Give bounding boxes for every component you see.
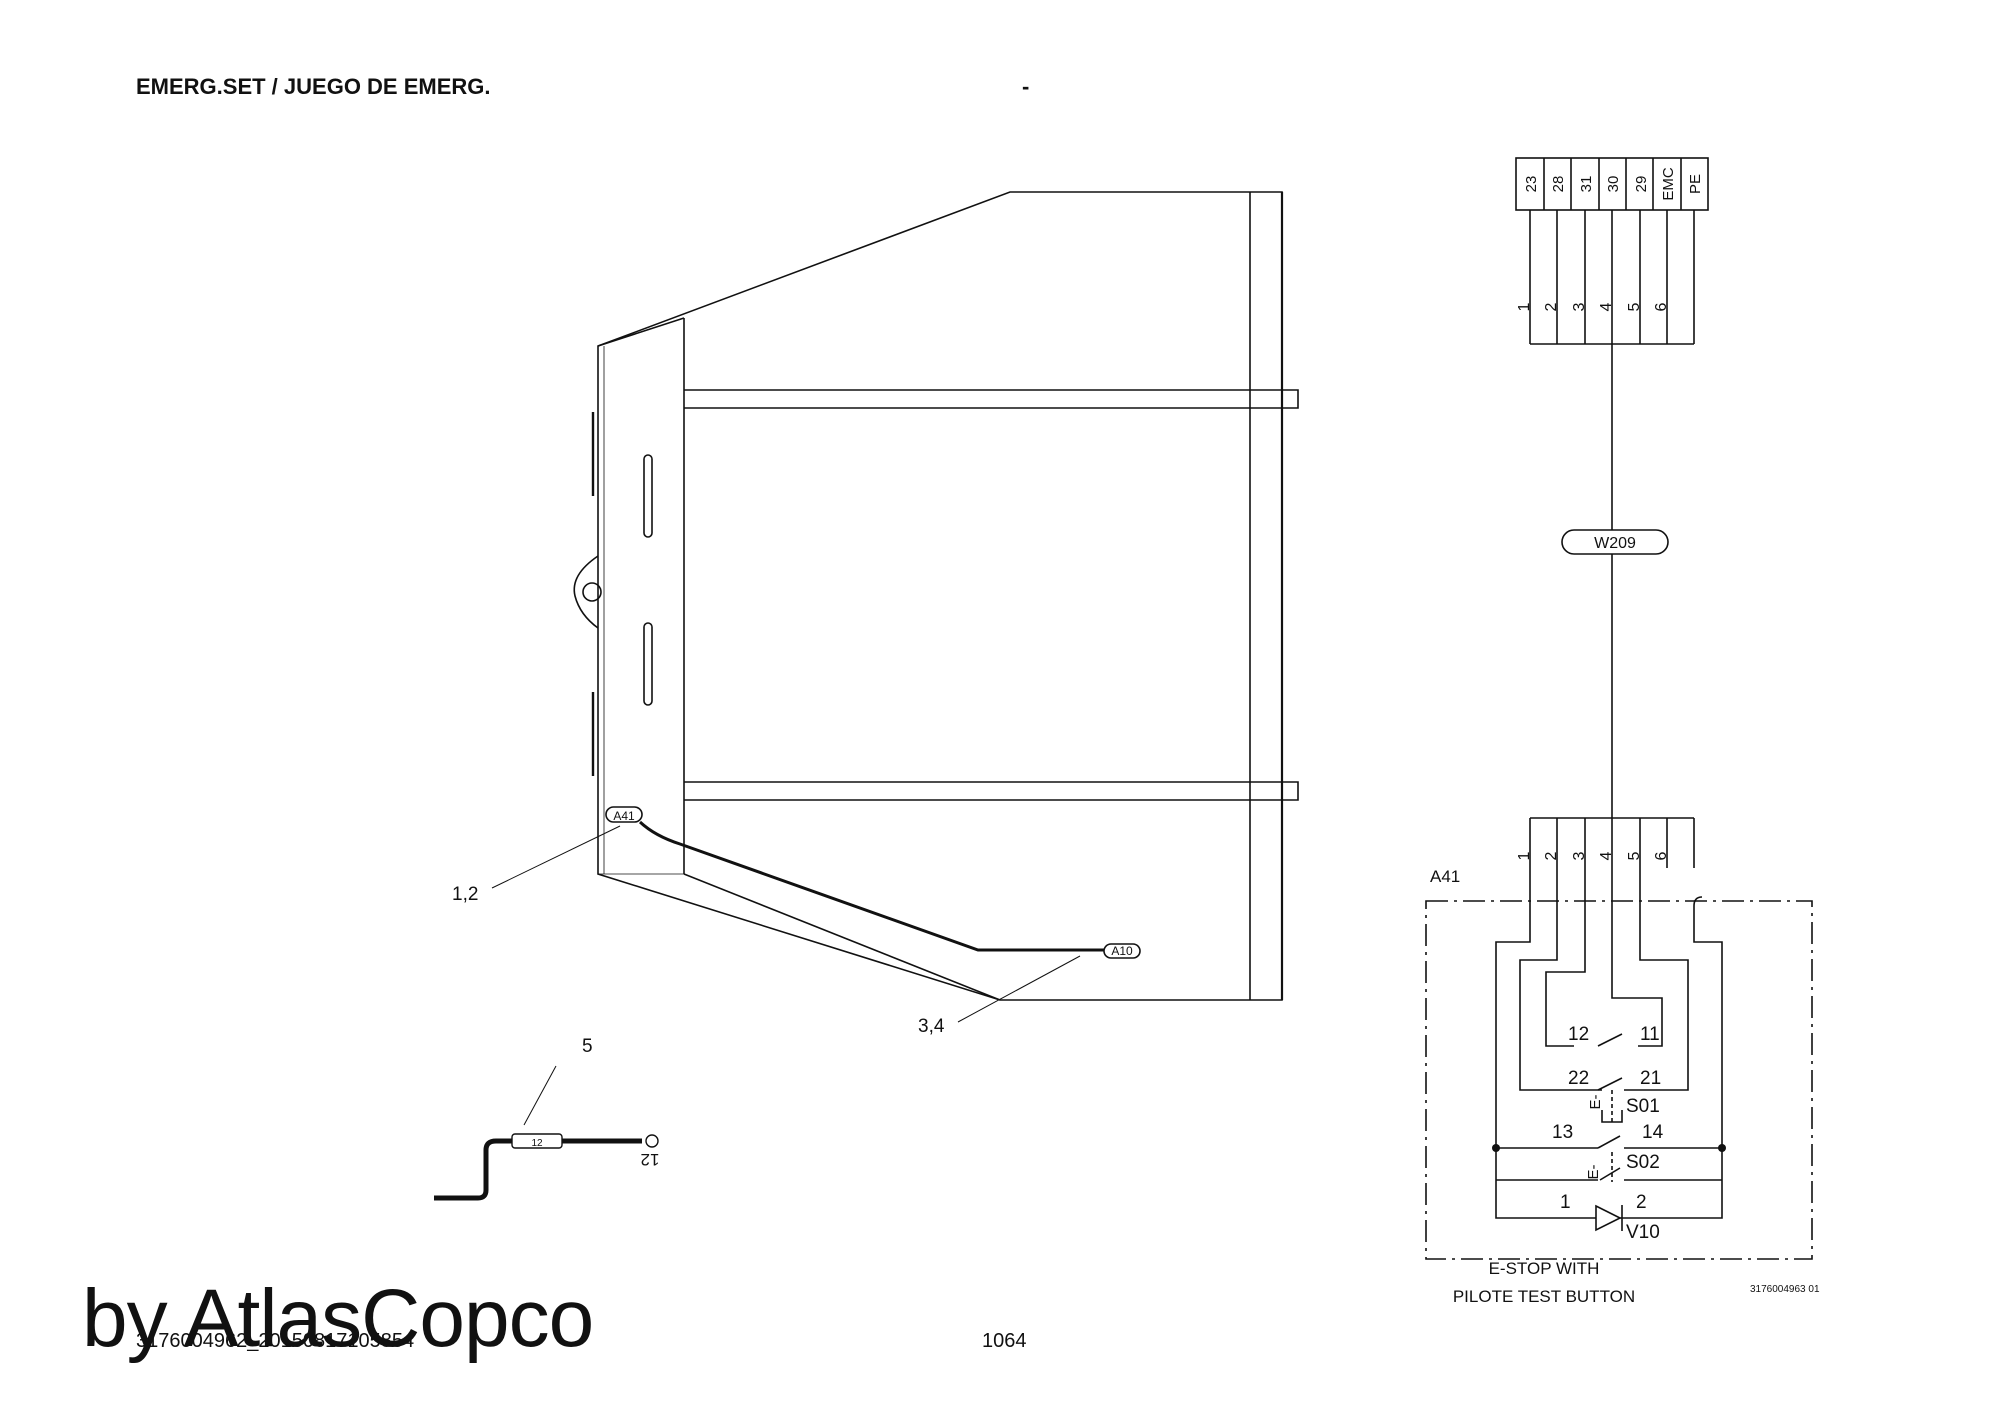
atlascopco-watermark: by AtlasCopco [82, 1273, 594, 1364]
switch-symbol-s01: E- [1587, 1094, 1604, 1109]
connector-label-30: 30 [1605, 176, 1622, 193]
drawing-reference: 3176004963 01 [1750, 1284, 1820, 1295]
connector-label-31: 31 [1578, 176, 1595, 193]
bottom-pin-1: 1 [1516, 851, 1533, 860]
tag-a10-outline [1103, 943, 1141, 959]
top-pin-3: 3 [1571, 302, 1588, 311]
connector-label-29: 29 [1633, 176, 1650, 193]
cable-route [638, 820, 1104, 952]
w209-tag-outline [1561, 529, 1669, 555]
document-number: 3176004962_20150817105854 [136, 1330, 415, 1352]
connector-label-emc: EMC [1660, 167, 1677, 201]
tag-a10-label: A10 [1111, 944, 1133, 958]
callout-3-4: 3,4 [918, 1016, 945, 1037]
top-pin-2: 2 [1543, 302, 1560, 311]
diode-pin-2: 2 [1636, 1192, 1647, 1213]
contact-12: 12 [1568, 1024, 1589, 1045]
bottom-pin-3: 3 [1571, 851, 1588, 860]
bottom-pin-6: 6 [1653, 851, 1670, 860]
connector-label-23: 23 [1523, 176, 1540, 193]
device-v10: V10 [1626, 1222, 1660, 1243]
diode-pin-1: 1 [1560, 1192, 1571, 1213]
top-pin-6: 6 [1653, 302, 1670, 311]
contact-11: 11 [1640, 1024, 1660, 1045]
callout-5: 5 [582, 1036, 593, 1057]
contact-13: 13 [1552, 1122, 1573, 1143]
caption-line-2: PILOTE TEST BUTTON [1453, 1287, 1635, 1306]
cable-tag-label: 12 [531, 1138, 543, 1149]
contact-14: 14 [1642, 1122, 1664, 1143]
connector-header [1515, 157, 1709, 211]
bottom-pin-2: 2 [1543, 851, 1560, 860]
switch-symbol-s02: E- [1585, 1164, 1602, 1179]
module-label-a41: A41 [1430, 867, 1460, 886]
bottom-pin-4: 4 [1598, 851, 1615, 860]
wire-tag-w209: W209 [1594, 535, 1636, 552]
tag-a41-label: A41 [613, 809, 635, 823]
page-number: 1064 [982, 1330, 1027, 1352]
device-s01: S01 [1626, 1096, 1660, 1117]
top-pin-5: 5 [1626, 302, 1643, 311]
cable-end-label: 12 [641, 1150, 660, 1169]
connector-label-pe: PE [1687, 174, 1704, 194]
bottom-pin-5: 5 [1626, 851, 1643, 860]
cabinet-drawing [573, 191, 1299, 1001]
tag-a41-outline [605, 806, 643, 823]
contact-21: 21 [1640, 1068, 1661, 1089]
connector-label-28: 28 [1550, 176, 1567, 193]
contact-22: 22 [1568, 1068, 1589, 1089]
top-pin-1: 1 [1516, 302, 1533, 311]
callout-1-2: 1,2 [452, 884, 478, 905]
caption-line-1: E-STOP WITH [1489, 1259, 1600, 1278]
page-title: EMERG.SET / JUEGO DE EMERG. [136, 74, 491, 99]
module-a41-border [1425, 900, 1813, 1260]
top-pin-4: 4 [1598, 302, 1615, 311]
device-s02: S02 [1626, 1152, 1660, 1173]
header-dash: - [1022, 74, 1030, 99]
